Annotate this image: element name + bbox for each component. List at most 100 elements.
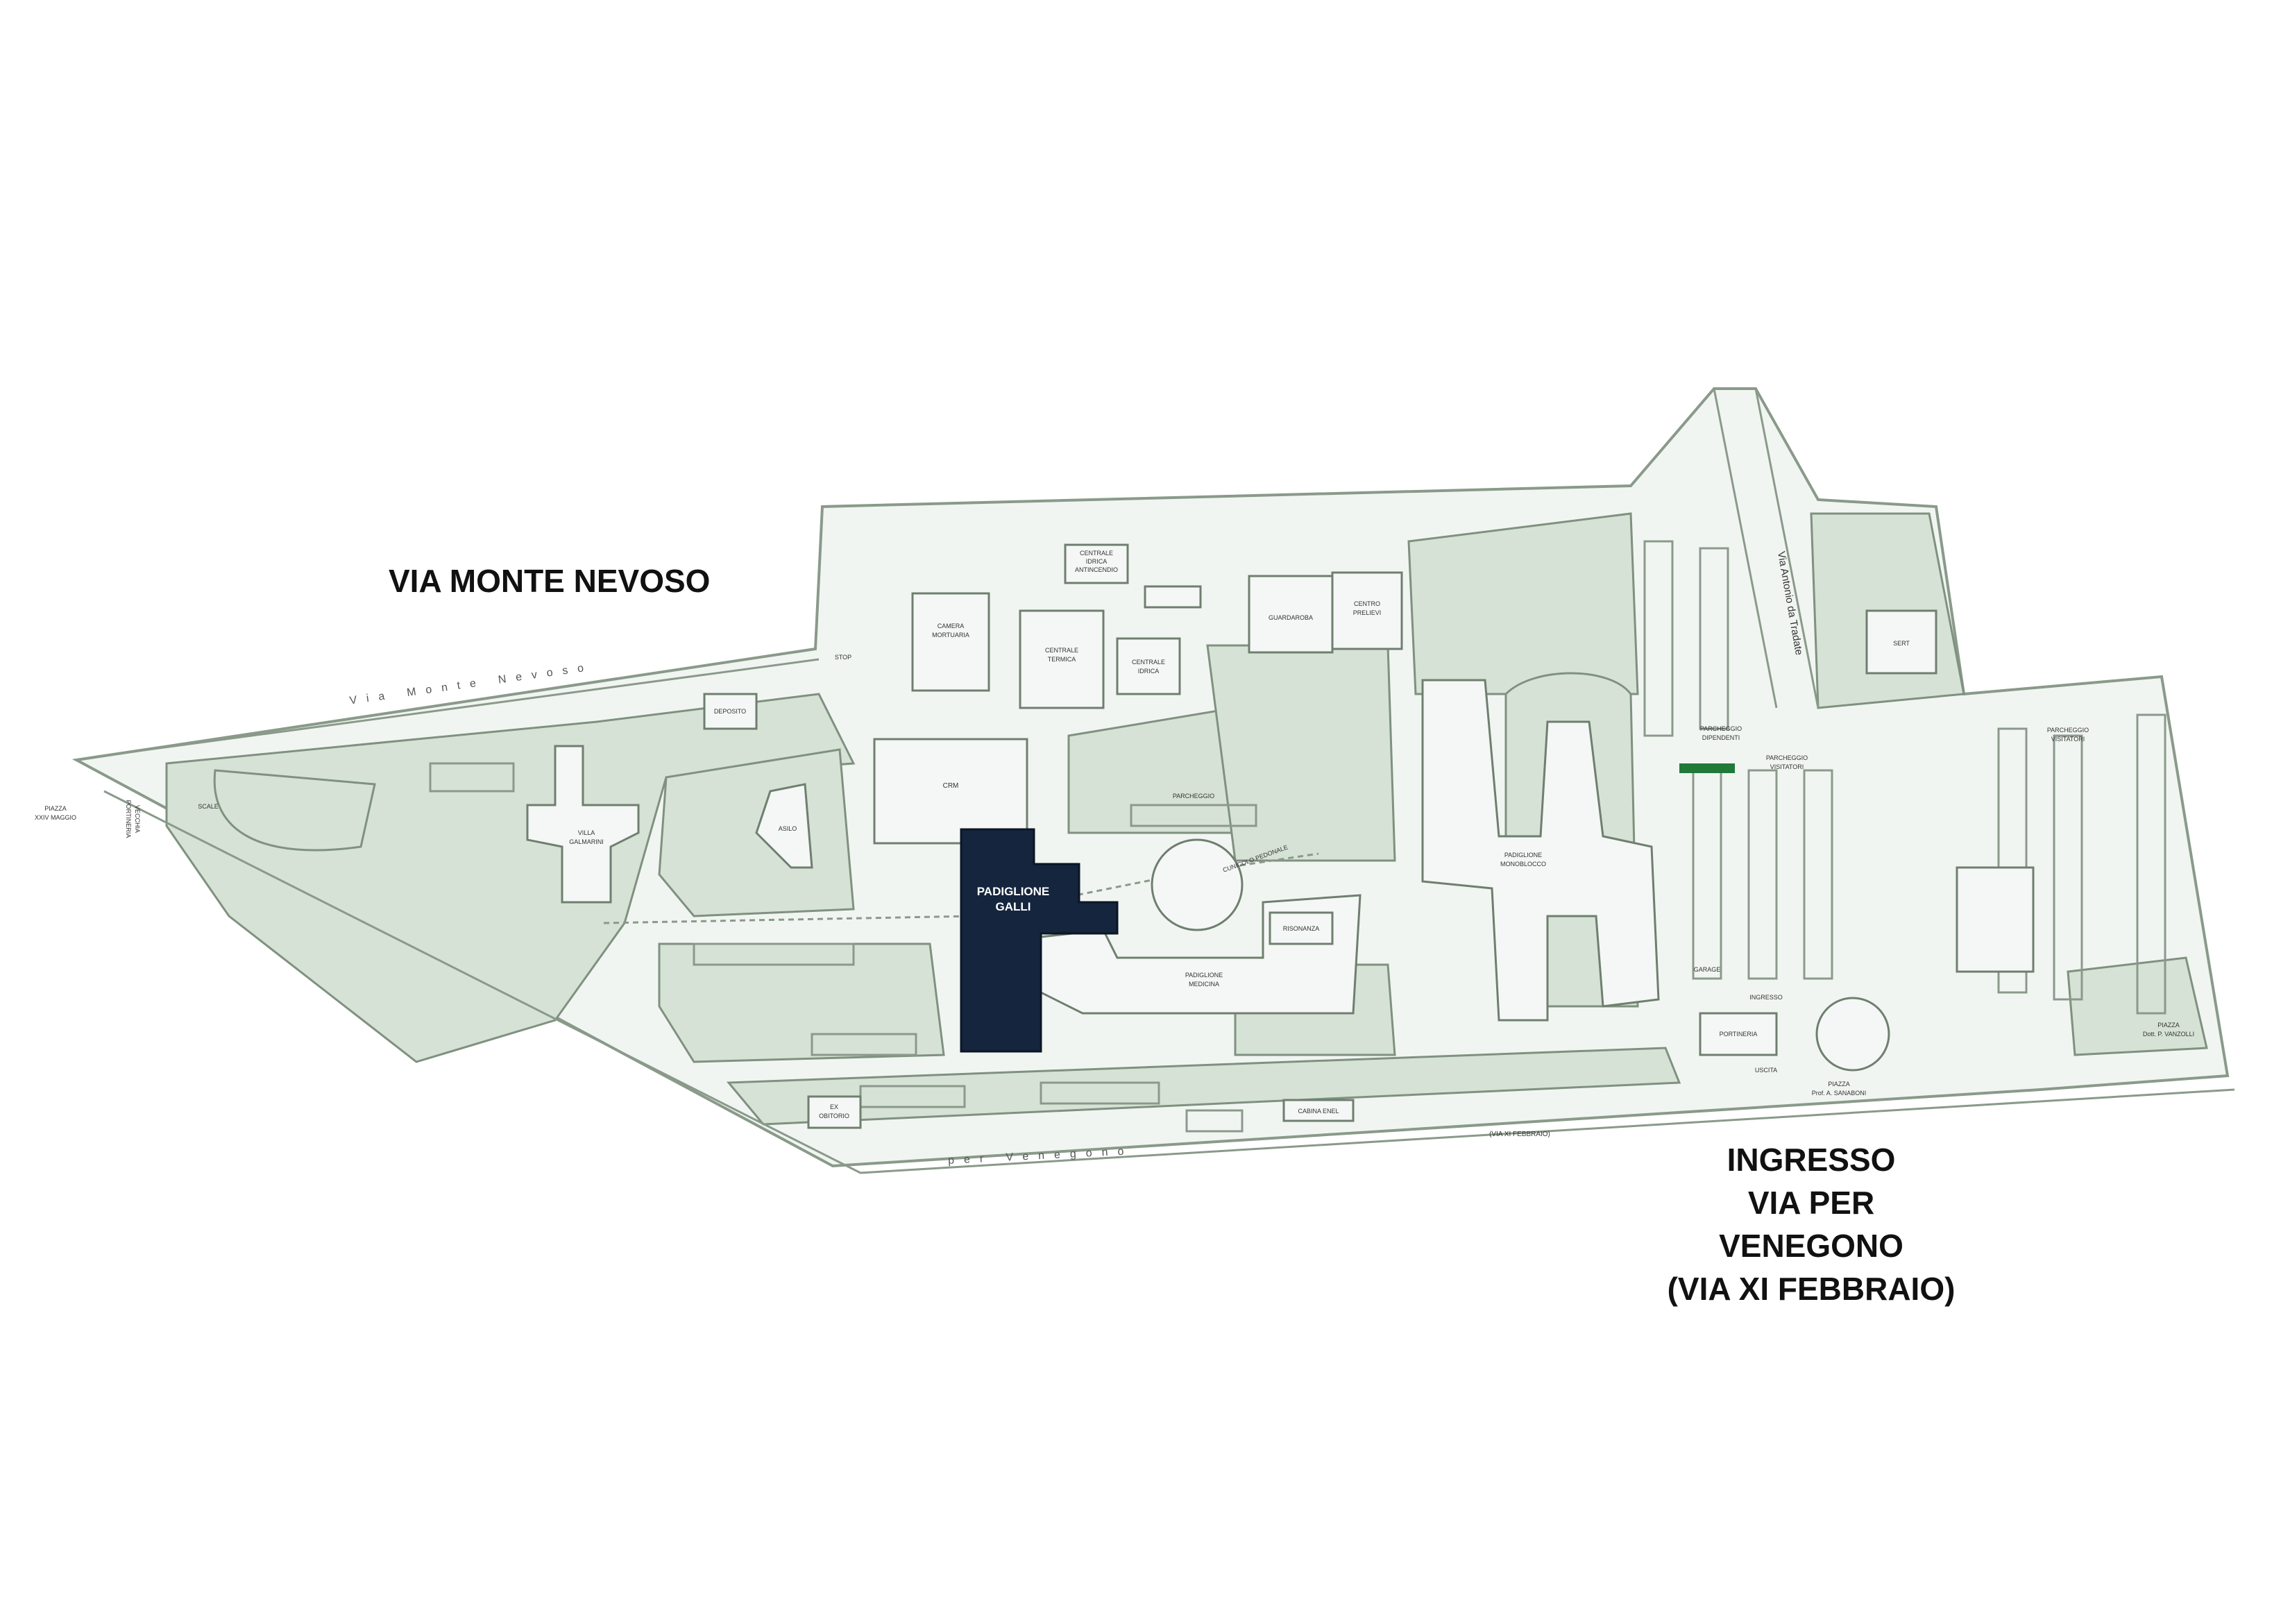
building-asilo <box>755 783 813 869</box>
label-portineria: PORTINERIA <box>1720 1031 1758 1038</box>
building-small-north <box>1144 585 1202 609</box>
building-villa-galmarini <box>526 745 640 904</box>
building-portineria <box>1699 1012 1778 1056</box>
label-asilo: ASILO <box>779 825 797 832</box>
label-piazza-vanzolli-1: PIAZZA <box>2157 1022 2180 1029</box>
building-centrale-antincendio <box>1064 543 1129 584</box>
road-venegono <box>103 790 2235 1174</box>
label-garage: GARAGE <box>1694 966 1721 973</box>
road-via-tradate-right <box>1754 388 1820 709</box>
parking-strip-green <box>1679 763 1735 773</box>
label-padiglione-galli-1: PADIGLIONE <box>977 885 1050 898</box>
label-deposito: DEPOSITO <box>714 708 746 715</box>
label-risonanza: RISONANZA <box>1283 925 1320 932</box>
building-camera-mortuaria <box>911 592 990 692</box>
building-cabina-enel <box>1282 1099 1355 1122</box>
label-centro-prelievi-2: PRELIEVI <box>1353 609 1382 616</box>
parking-row <box>2136 713 2166 1015</box>
label-piazza-sanaboni-1: PIAZZA <box>1828 1081 1850 1088</box>
label-piazza-vanzolli-2: Dott. P. VANZOLLI <box>2143 1031 2194 1038</box>
label-camera-mortuaria-2: MORTUARIA <box>932 632 969 638</box>
label-cabina-enel: CABINA ENEL <box>1298 1108 1339 1115</box>
label-centrale-antincendio-3: ANTINCENDIO <box>1075 566 1118 573</box>
parking-row <box>693 942 855 966</box>
building-sert <box>1865 609 1937 675</box>
building-monoblocco <box>1421 679 1660 1022</box>
building-padiglione-galli[interactable] <box>960 828 1119 1053</box>
label-parcheggio: PARCHEGGIO <box>1173 793 1214 800</box>
green-east-north <box>1407 512 1639 695</box>
label-centrale-termica-1: CENTRALE <box>1045 647 1078 654</box>
parking-row <box>1130 804 1257 827</box>
road-via-tradate-left <box>1713 388 1778 709</box>
label-padiglione-medicina-2: MEDICINA <box>1189 981 1219 988</box>
label-villa-galmarini-2: GALMARINI <box>569 838 604 845</box>
label-padiglione-medicina-1: PADIGLIONE <box>1185 972 1223 979</box>
building-crm <box>873 738 1028 845</box>
green-south-strip <box>726 1047 1681 1126</box>
parking-row <box>811 1033 917 1056</box>
roads <box>96 388 2235 1174</box>
label-piazza-xxiv-1: PIAZZA <box>44 805 67 812</box>
label-via-xi-febbraio-small: (VIA XI FEBBRAIO) <box>1489 1131 1550 1138</box>
label-piazza-xxiv-2: XXIV MAGGIO <box>35 814 76 821</box>
building-centrale-termica <box>1019 609 1105 709</box>
building-centro-prelievi <box>1331 571 1403 650</box>
label-centrale-idrica-2: IDRICA <box>1138 668 1160 675</box>
parking-row <box>1803 769 1833 980</box>
entrance-line-2: VIA PER VENEGONO <box>1719 1185 1903 1264</box>
label-scale: SCALE <box>198 803 219 810</box>
label-centrale-antincendio-2: IDRICA <box>1086 558 1108 565</box>
label-parcheggio-visitatori-2: VISITATORI <box>1770 763 1804 770</box>
parking-row <box>1747 769 1778 980</box>
label-padiglione-monoblocco-2: MONOBLOCCO <box>1500 861 1546 868</box>
label-sert: SERT <box>1893 640 1910 647</box>
label-uscita: USCITA <box>1755 1067 1777 1074</box>
building-risonanza <box>1269 911 1334 945</box>
label-parcheggio-visitatori-1: PARCHEGGIO <box>1766 754 1808 761</box>
building-guardaroba <box>1248 575 1334 654</box>
street-label-via-monte-nevoso: VIA MONTE NEVOSO <box>389 563 711 599</box>
building-centrale-idrica <box>1116 637 1181 695</box>
building-ex-obitorio <box>807 1095 862 1129</box>
parking-row <box>1699 547 1729 730</box>
parking-row <box>1643 540 1674 737</box>
parking-row <box>1997 727 2028 994</box>
label-camera-mortuaria-1: CAMERA <box>938 623 965 629</box>
label-parcheggio-dipendenti-2: DIPENDENTI <box>1702 734 1740 741</box>
label-stop: STOP <box>835 654 851 661</box>
piazza-sanaboni-circle <box>1815 997 1890 1072</box>
parking-row <box>429 762 515 793</box>
label-ex-obitorio-1: EX <box>830 1103 838 1110</box>
label-centrale-termica-2: TERMICA <box>1048 656 1076 663</box>
label-vecchia-portineria-2: PORTINERIA <box>125 800 132 838</box>
parking-row <box>1185 1109 1244 1133</box>
label-villa-galmarini-1: VILLA <box>578 829 595 836</box>
parking-stalls <box>429 540 2166 1133</box>
parking-row <box>1040 1081 1160 1105</box>
road-monte-nevoso <box>96 658 820 758</box>
label-ex-obitorio-2: OBITORIO <box>819 1113 849 1119</box>
label-vecchia-portineria-1: VECCHIA <box>134 805 141 833</box>
label-centro-prelievi-1: CENTRO <box>1354 600 1380 607</box>
label-guardaroba: GUARDAROBA <box>1269 614 1313 621</box>
building-central-east <box>1956 866 2035 973</box>
entrance-line-1: INGRESSO <box>1727 1142 1896 1178</box>
buildings <box>526 543 2035 1129</box>
label-centrale-antincendio-1: CENTRALE <box>1080 550 1113 557</box>
label-parcheggio-dipendenti-1: PARCHEGGIO <box>1700 725 1742 732</box>
entrance-label: INGRESSO VIA PER VENEGONO (VIA XI FEBBRA… <box>1652 1138 1971 1310</box>
label-parcheggio-visitatori-b1: PARCHEGGIO <box>2047 727 2089 734</box>
building-octagon <box>1151 838 1244 931</box>
parking-row <box>2053 734 2083 1001</box>
label-padiglione-monoblocco-1: PADIGLIONE <box>1504 852 1542 858</box>
label-ingresso-small: INGRESSO <box>1749 994 1783 1001</box>
label-parcheggio-visitatori-b2: VISITATORI <box>2051 736 2085 743</box>
entrance-line-3: (VIA XI FEBBRAIO) <box>1667 1271 1956 1307</box>
building-deposito <box>703 693 758 730</box>
label-centrale-idrica-1: CENTRALE <box>1132 659 1165 666</box>
label-crm: CRM <box>943 782 959 790</box>
green-oval-west <box>213 769 376 852</box>
label-padiglione-galli-2: GALLI <box>996 900 1031 913</box>
